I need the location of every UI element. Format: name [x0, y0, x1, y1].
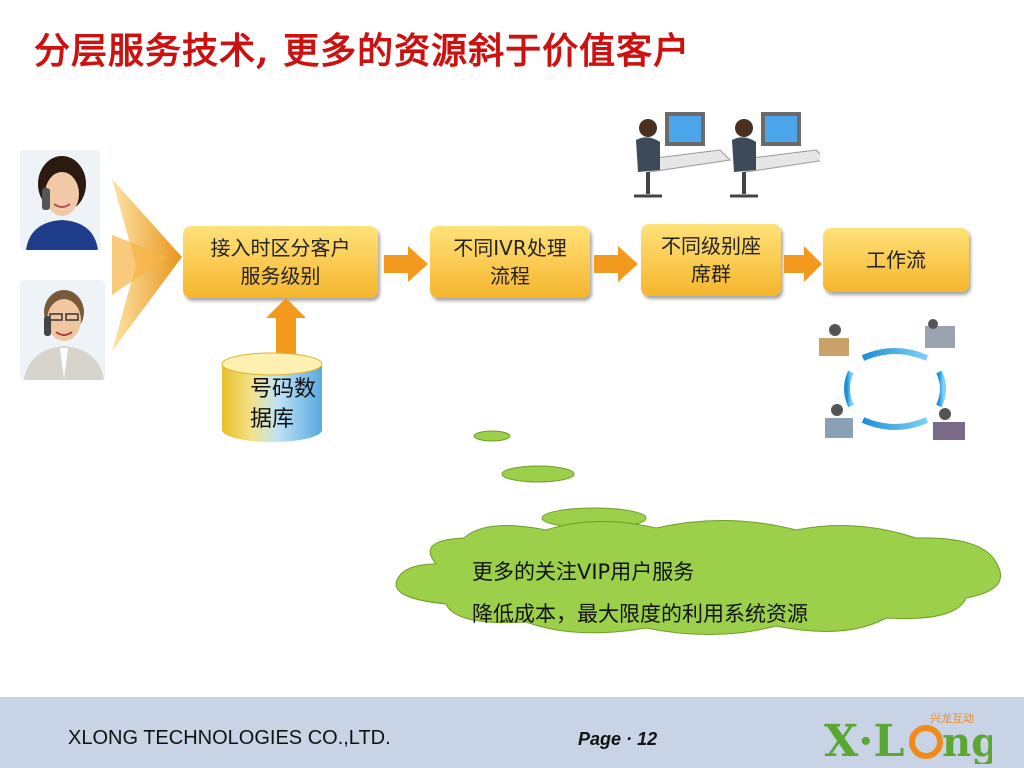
cloud-text-line2: 降低成本，最大限度的利用系统资源 [472, 602, 808, 626]
female-customer-photo [20, 150, 100, 250]
arrow-right-icon [784, 246, 822, 282]
page-title: 分层服务技术, 更多的资源斜于价值客户 [34, 30, 691, 72]
call-center-agents-icon [634, 112, 820, 198]
company-name: XLONG TECHNOLOGIES CO.,LTD. [68, 727, 391, 749]
svg-text:兴龙互动: 兴龙互动 [930, 712, 974, 725]
thought-cloud [395, 430, 1001, 635]
svg-text:ng: ng [942, 719, 992, 764]
page-number: Page · 12 [578, 729, 658, 749]
arrow-right-icon [384, 246, 428, 282]
database-icon [221, 352, 323, 442]
arrow-right-icon [594, 246, 638, 282]
flow-step-agent-groups: 不同级别座席群 [641, 224, 781, 296]
flow-step-customer-classification: 接入时区分客户服务级别 [183, 226, 378, 298]
cloud-text-line1: 更多的关注VIP用户服务 [472, 560, 695, 584]
workflow-cycle-icon [819, 319, 965, 440]
flow-step-ivr: 不同IVR处理流程 [430, 226, 590, 298]
merge-arrow-icon [112, 179, 182, 351]
flow-step-workflow: 工作流 [823, 228, 969, 292]
database-label: 号码数 据库 [250, 377, 317, 432]
xlong-logo: X·L ng 兴龙互动 [824, 712, 992, 764]
arrow-up-icon [266, 298, 306, 356]
footer-bar [0, 697, 1024, 768]
svg-text:X·L: X·L [824, 716, 904, 764]
male-customer-photo [20, 280, 105, 380]
